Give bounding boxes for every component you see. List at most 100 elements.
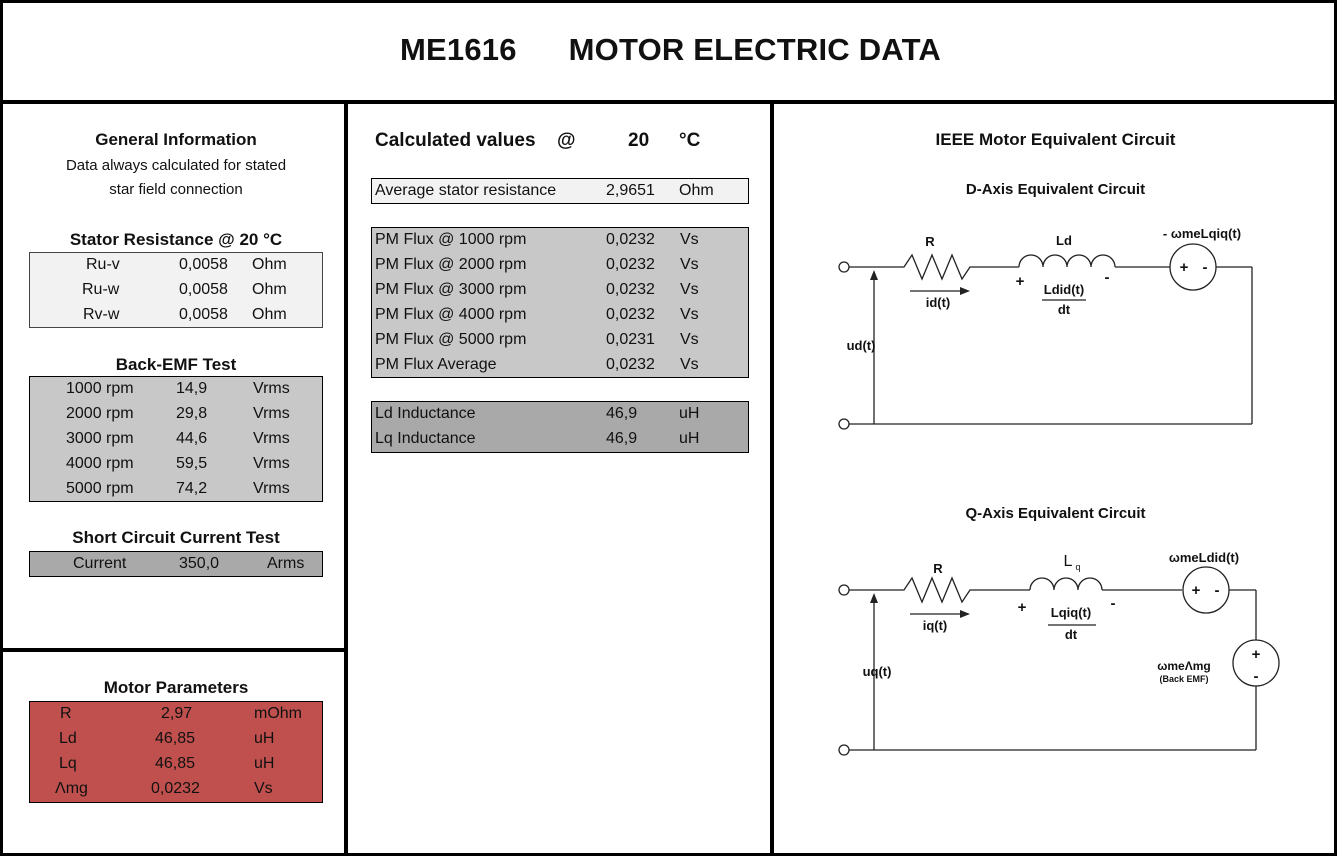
q-resistor (849, 576, 1030, 604)
table-cell: Ru-v (86, 256, 120, 273)
q-inductor-label: L (1064, 553, 1073, 570)
table-cell: 2,97 (161, 705, 193, 722)
table-row: Average stator resistance 2,9651 Ohm (372, 179, 748, 204)
general-info-heading: General Information (95, 130, 257, 149)
q-voltage-label: uq(t) (863, 664, 892, 679)
table-cell: 46,85 (155, 755, 196, 772)
motor-code: ME1616 (399, 32, 517, 67)
table-cell: 14,9 (176, 380, 208, 397)
table-cell: 46,9 (606, 430, 638, 447)
column-divider-left (344, 100, 348, 856)
q-emf-plus: + (1252, 646, 1261, 663)
table-cell: Vs (680, 281, 699, 298)
q-minus-sign: - (1111, 595, 1116, 612)
table-row: Ru-w 0,0058 Ohm (30, 278, 322, 303)
d-plus-sign: + (1016, 273, 1025, 290)
table-cell: Ohm (679, 182, 714, 199)
table-cell: Vrms (253, 455, 290, 472)
table-cell: PM Flux @ 4000 rpm (375, 306, 527, 323)
table-cell: Lq (59, 755, 77, 772)
table-cell: 44,6 (176, 430, 208, 447)
table-cell: 5000 rpm (66, 480, 134, 497)
table-row: Lq 46,85 uH (30, 752, 322, 777)
general-info-line1: Data always calculated for stated (65, 157, 287, 174)
d-resistor-label: R (925, 234, 935, 249)
table-cell: 0,0232 (606, 256, 655, 273)
d-current-arrow (960, 287, 970, 295)
table-cell: 29,8 (176, 405, 208, 422)
q-current-arrow (960, 610, 970, 618)
short-circuit-table: Current 350,0 Arms (29, 551, 323, 577)
table-cell: Calculated values (375, 130, 536, 151)
table-cell: Ru-w (82, 281, 120, 298)
q-inductor (1029, 577, 1103, 591)
d-inductor-label: Ld (1056, 233, 1072, 248)
q-inductor-subscript: q (1075, 562, 1080, 572)
table-cell: Ohm (252, 256, 287, 273)
table-cell: Ld (59, 730, 77, 747)
table-cell: uH (254, 730, 275, 747)
table-cell: Vrms (253, 430, 290, 447)
d-voltage-arrow (870, 270, 878, 280)
table-cell: Vs (680, 306, 699, 323)
table-cell: Λmg (55, 780, 88, 797)
table-cell: 0,0232 (606, 281, 655, 298)
d-terminal-top (838, 261, 850, 273)
table-cell: Vrms (253, 405, 290, 422)
table-cell: Ohm (252, 306, 287, 323)
table-row: Rv-w 0,0058 Ohm (30, 303, 322, 328)
table-cell: uH (679, 405, 700, 422)
q-fraction-denominator: dt (1065, 627, 1078, 642)
table-cell: Ohm (252, 281, 287, 298)
table-cell: Ld Inductance (375, 405, 476, 422)
d-fraction-numerator: Ldid(t) (1044, 282, 1084, 297)
table-cell: 4000 rpm (66, 455, 134, 472)
table-cell: 0,0231 (606, 331, 655, 348)
d-voltage-label: ud(t) (847, 338, 876, 353)
table-row: Ru-v 0,0058 Ohm (30, 253, 322, 278)
table-cell: 0,0232 (151, 780, 200, 797)
table-cell: PM Flux @ 2000 rpm (375, 256, 527, 273)
d-fraction-denominator: dt (1058, 302, 1071, 317)
table-cell: 0,0232 (606, 231, 655, 248)
stator-resistance-heading: Stator Resistance @ 20 °C (69, 230, 283, 249)
table-cell: uH (254, 755, 275, 772)
left-section-divider (0, 648, 347, 652)
table-cell: 0,0232 (606, 306, 655, 323)
calculated-temp: 20 (628, 130, 650, 151)
q-terminal-bottom (838, 744, 850, 756)
title-divider (0, 100, 1337, 104)
calculated-at: @ (557, 130, 576, 151)
general-info-line2: star field connection (109, 181, 243, 198)
table-cell: 1000 rpm (66, 380, 134, 397)
table-row: PM Flux @ 4000 rpm 0,0232 Vs (372, 303, 748, 328)
table-cell: 74,2 (176, 480, 208, 497)
table-cell: 0,0058 (179, 306, 228, 323)
q-source-label: ωmeLdid(t) (1169, 550, 1239, 565)
q-emf-minus: - (1254, 668, 1259, 685)
avg-stator-resistance-table: Average stator resistance 2,9651 Ohm (371, 178, 749, 204)
table-cell: PM Flux @ 5000 rpm (375, 331, 527, 348)
table-cell: Vs (680, 356, 699, 373)
table-cell: Rv-w (83, 306, 120, 323)
table-cell: Vs (680, 256, 699, 273)
calculated-heading: Calculated values (375, 130, 536, 152)
q-voltage-source (1182, 566, 1230, 614)
q-back-emf-label: ωmeΛmg (1157, 659, 1210, 673)
table-cell: 46,9 (606, 405, 638, 422)
table-cell: 350,0 (179, 555, 220, 572)
table-cell: Current (73, 555, 127, 572)
table-cell: 3000 rpm (66, 430, 134, 447)
q-plus-sign: + (1018, 599, 1027, 616)
